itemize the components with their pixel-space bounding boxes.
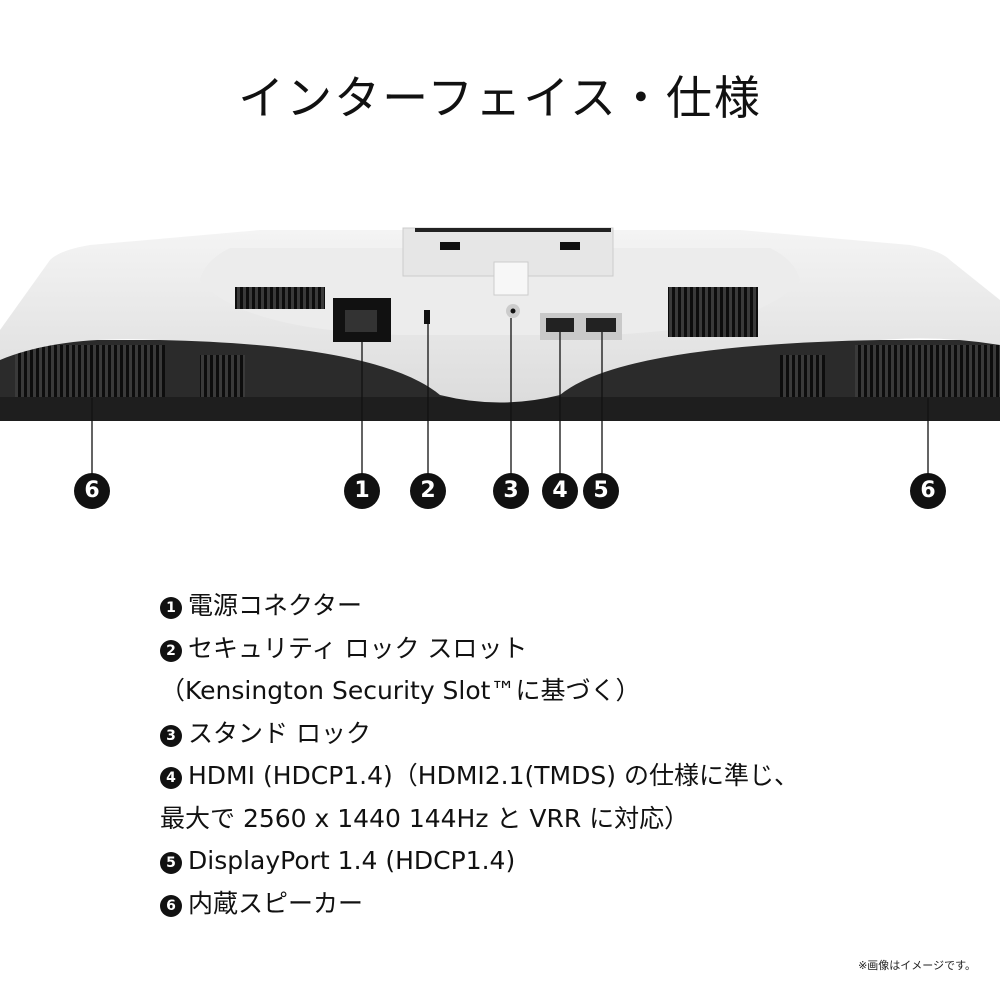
callout-6-right: 6: [910, 473, 946, 509]
callout-1: 1: [344, 473, 380, 509]
spec-text: 内蔵スピーカー: [188, 888, 364, 918]
spec-item: 3 スタンド ロック: [160, 713, 799, 756]
number-badge: 6: [160, 894, 182, 917]
number-badge: 3: [160, 724, 182, 747]
callout-5: 5: [583, 473, 619, 509]
displayport-port: [586, 318, 616, 332]
number-badge: 5: [160, 852, 182, 874]
spec-item: 最大で 2560 x 1440 144Hz と VRR に対応）: [160, 798, 799, 841]
spec-item: 2 セキュリティ ロック スロット: [160, 628, 799, 671]
spec-item: 5 DisplayPort 1.4 (HDCP1.4): [160, 840, 799, 883]
spec-text: DisplayPort 1.4 (HDCP1.4): [188, 846, 516, 875]
speaker-grille-right: [855, 345, 1000, 397]
speaker-grille-left: [15, 345, 165, 397]
number-badge: 2: [160, 639, 182, 662]
image-disclaimer: ※画像はイメージです。: [858, 959, 976, 972]
spec-text: セキュリティ ロック スロット: [188, 633, 528, 663]
spec-text: 最大で 2560 x 1440 144Hz と VRR に対応）: [160, 803, 690, 833]
spec-text: 電源コネクター: [188, 591, 363, 620]
spec-text: HDMI (HDCP1.4)（HDMI2.1(TMDS) の仕様に準じ、: [188, 761, 799, 790]
callout-3: 3: [493, 473, 529, 509]
spec-item: （Kensington Security Slot™に基づく）: [160, 670, 799, 713]
hdmi-port: [546, 318, 574, 332]
callout-6-left: 6: [74, 473, 110, 509]
number-badge: 4: [160, 767, 182, 789]
number-badge: 1: [160, 597, 182, 619]
page-title: インターフェイス・仕様: [238, 71, 762, 125]
spec-item: 1 電源コネクター: [160, 585, 799, 628]
spec-item: 4 HDMI (HDCP1.4)（HDMI2.1(TMDS) の仕様に準じ、: [160, 755, 799, 798]
spec-text: スタンド ロック: [188, 718, 371, 748]
spec-list: 1 電源コネクター 2 セキュリティ ロック スロット （Kensington Se…: [160, 585, 799, 925]
spec-item: 6 内蔵スピーカー: [160, 883, 799, 926]
callout-2: 2: [410, 473, 446, 509]
callout-4: 4: [542, 473, 578, 509]
monitor-back-illustration: [0, 227, 1000, 475]
spec-text: （Kensington Security Slot™に基づく）: [160, 676, 641, 705]
security-slot: [424, 310, 430, 324]
